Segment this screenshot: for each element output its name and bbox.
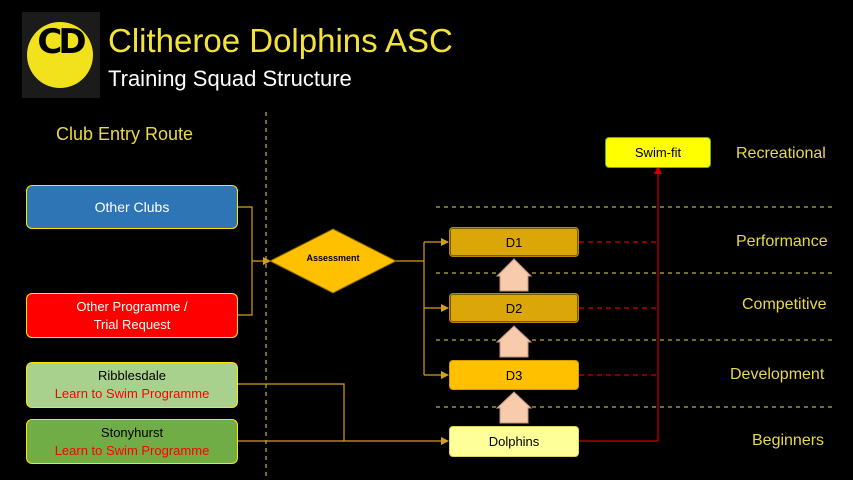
- category-performance: Performance: [736, 233, 828, 250]
- progression-arrow: [495, 258, 533, 292]
- assessment-diamond: [268, 228, 398, 294]
- stonyhurst-box: Stonyhurst Learn to Swim Programme: [26, 419, 238, 464]
- club-logo: [27, 22, 93, 88]
- page-title: Clitheroe Dolphins ASC: [108, 22, 453, 59]
- assessment-label: Assessment: [306, 253, 360, 263]
- stonyhurst-label: Stonyhurst: [100, 424, 164, 440]
- connector-other-programme: [238, 261, 253, 316]
- stonyhurst-programme-label: Learn to Swim Programme: [54, 442, 210, 458]
- ribblesdale-programme-label: Learn to Swim Programme: [54, 386, 210, 401]
- category-recreational: Recreational: [736, 145, 826, 162]
- ribblesdale-box: Ribblesdale Learn to Swim Programme: [26, 362, 238, 408]
- category-beginners: Beginners: [752, 432, 825, 449]
- squad-dolphins-box: Dolphins: [449, 426, 579, 457]
- other-clubs-label: Other Clubs: [94, 199, 170, 215]
- other-programme-box: Other Programme / Trial Request: [26, 293, 238, 338]
- squad-d1-box: D1: [449, 227, 579, 257]
- entry-route-title: Club Entry Route: [56, 124, 194, 144]
- progression-arrow: [495, 325, 533, 358]
- connector-other-clubs: [238, 206, 271, 265]
- page-subtitle: Training Squad Structure: [108, 66, 352, 91]
- other-clubs-box: Other Clubs: [26, 185, 238, 229]
- squad-d2-box: D2: [449, 293, 579, 323]
- progression-arrow: [495, 391, 533, 424]
- other-programme-label: Other Programme /: [76, 298, 188, 314]
- ribblesdale-label: Ribblesdale: [98, 368, 166, 383]
- category-competitive: Competitive: [742, 296, 827, 313]
- swimfit-box: Swim-fit: [605, 137, 711, 168]
- category-development: Development: [730, 366, 825, 383]
- squad-d3-box: D3: [449, 360, 579, 390]
- connector-ribblesdale: [238, 383, 449, 445]
- trial-request-label: Trial Request: [93, 316, 171, 332]
- logo-lettering: CD: [37, 22, 86, 62]
